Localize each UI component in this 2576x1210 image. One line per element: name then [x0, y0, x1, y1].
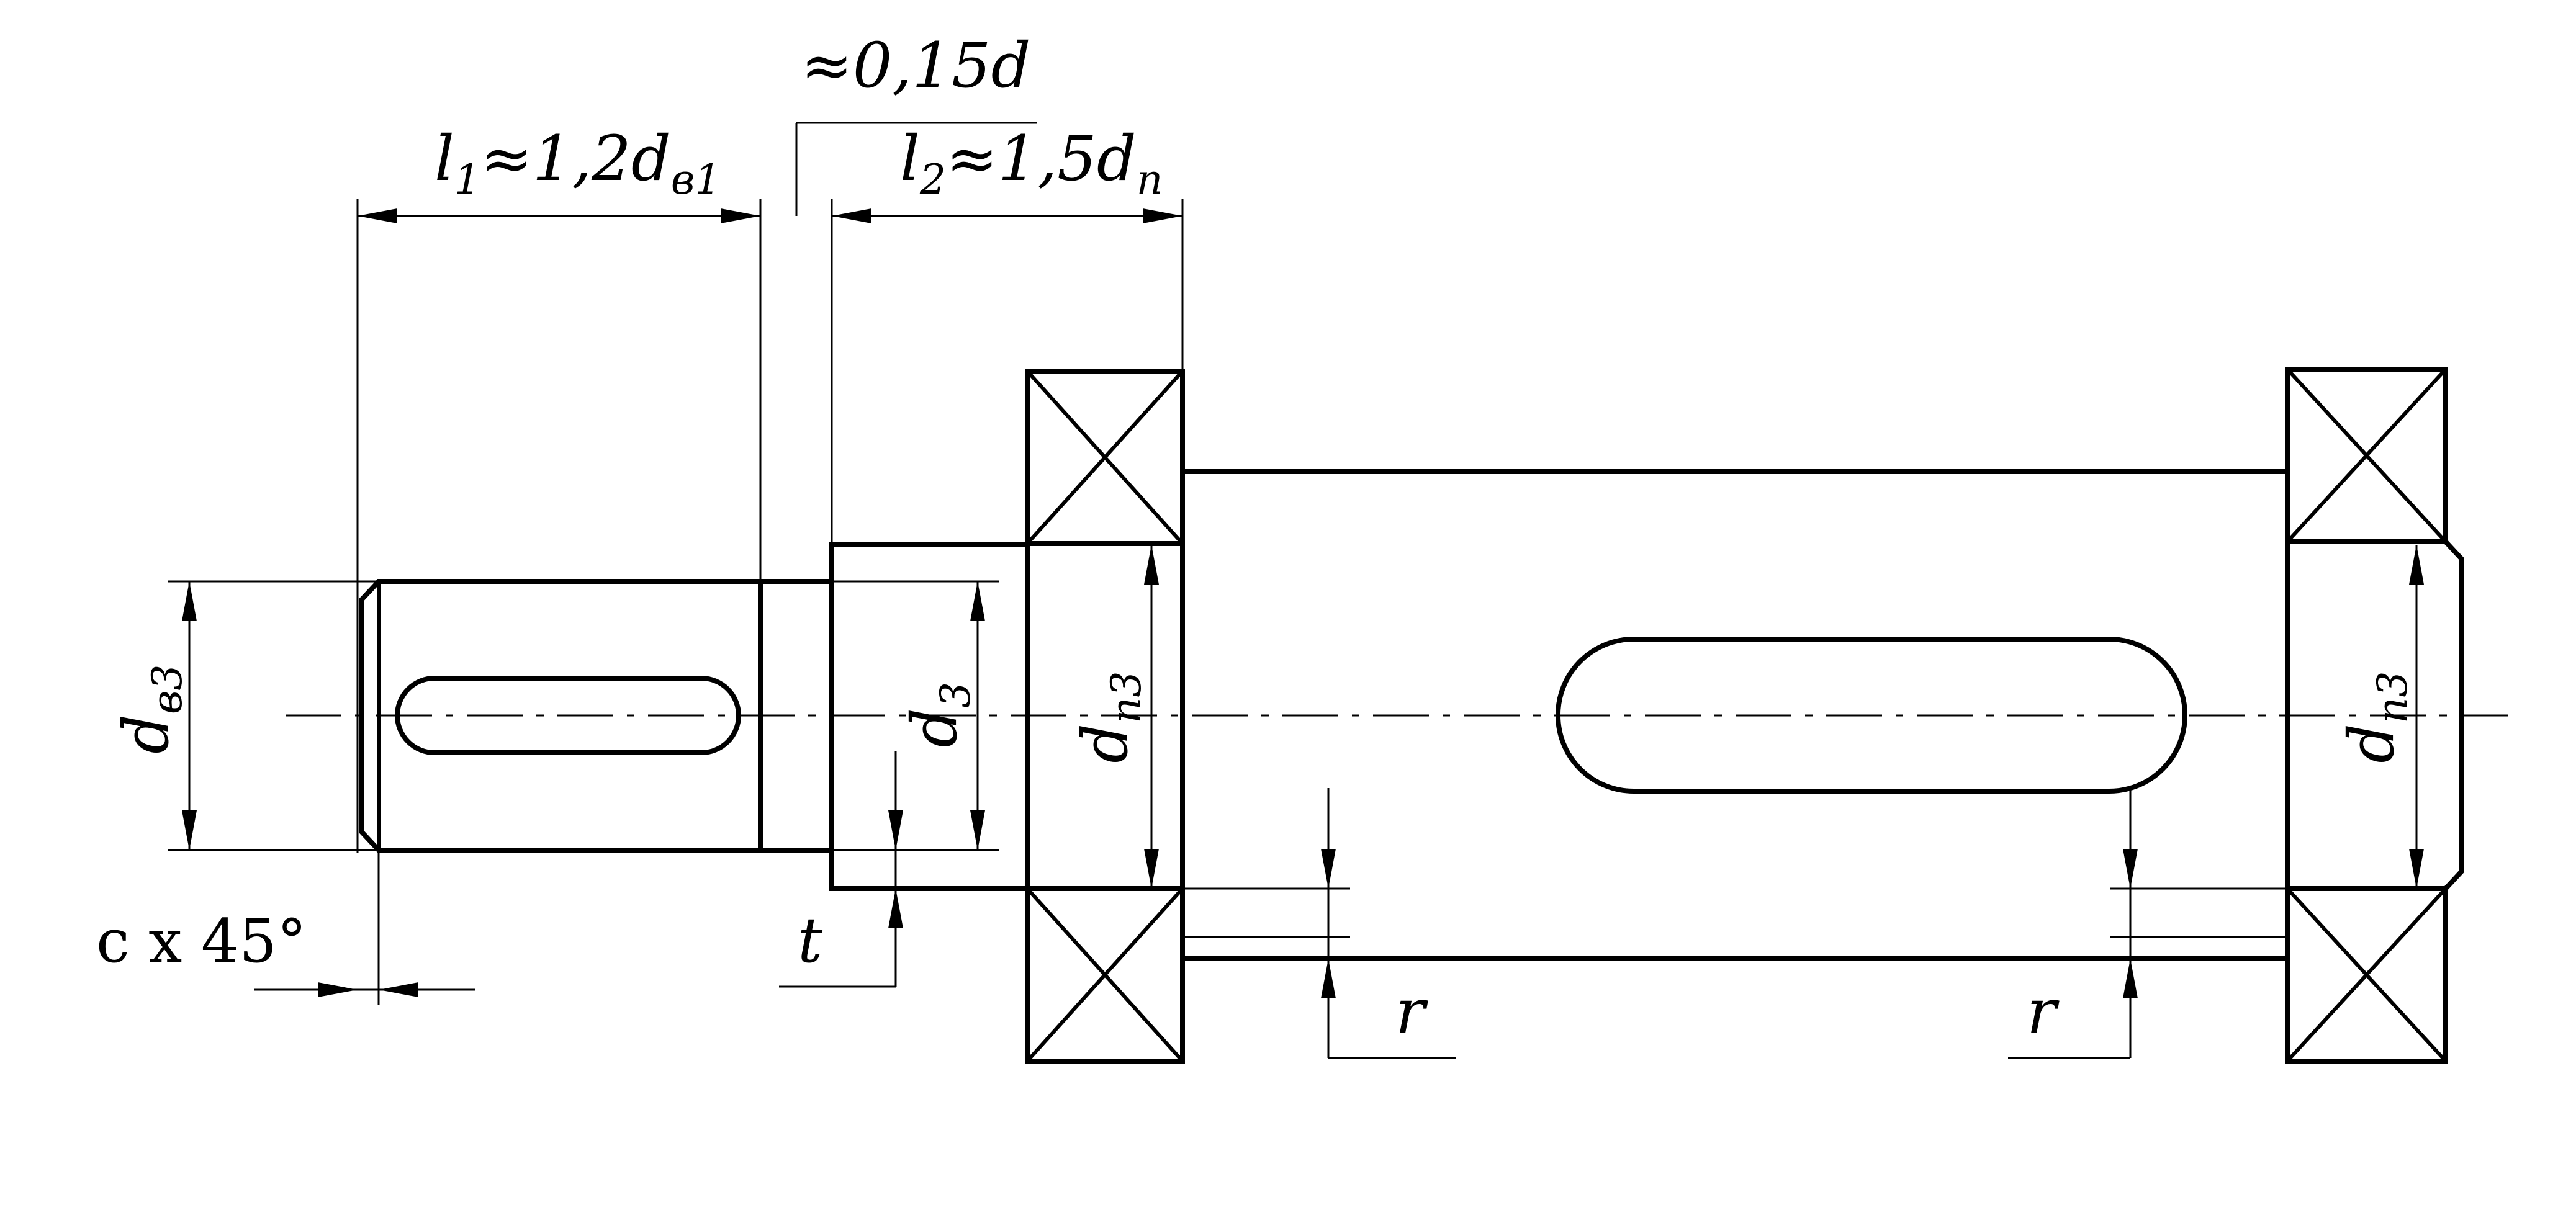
label-dv3: dв3 — [110, 665, 191, 754]
label-l2: l2≈1,5dп — [900, 122, 1163, 204]
shaft-body — [1182, 469, 2287, 961]
dimension-r-right — [2008, 791, 2138, 1059]
dimension-dp3-right — [2409, 545, 2424, 889]
bearing-left — [1025, 369, 1185, 1064]
label-r-right: r — [2027, 975, 2060, 1048]
label-t: t — [798, 904, 823, 977]
shaft-step — [760, 579, 832, 853]
dimension-t — [779, 751, 903, 988]
dimension-dp3-left — [1144, 545, 1159, 889]
dimension-top — [356, 122, 1184, 853]
bearing-right — [2285, 367, 2464, 1064]
label-dp3-left: dп3 — [1069, 671, 1150, 763]
dimension-dv3 — [168, 580, 379, 851]
keyway-large — [1556, 637, 2187, 794]
dimension-chamfer — [254, 853, 475, 1005]
dimension-r-left — [1321, 788, 1456, 1059]
label-chamfer: c x 45° — [96, 907, 307, 976]
label-dp3-right: dп3 — [2335, 671, 2416, 763]
keyway-small — [395, 676, 741, 755]
label-gap: ≈0,15d — [801, 29, 1030, 102]
label-r-left: r — [1395, 975, 1428, 1048]
label-l1: l1≈1,2dв1 — [435, 122, 721, 204]
dimension-d3 — [832, 580, 999, 851]
label-d3: d3 — [898, 682, 980, 748]
